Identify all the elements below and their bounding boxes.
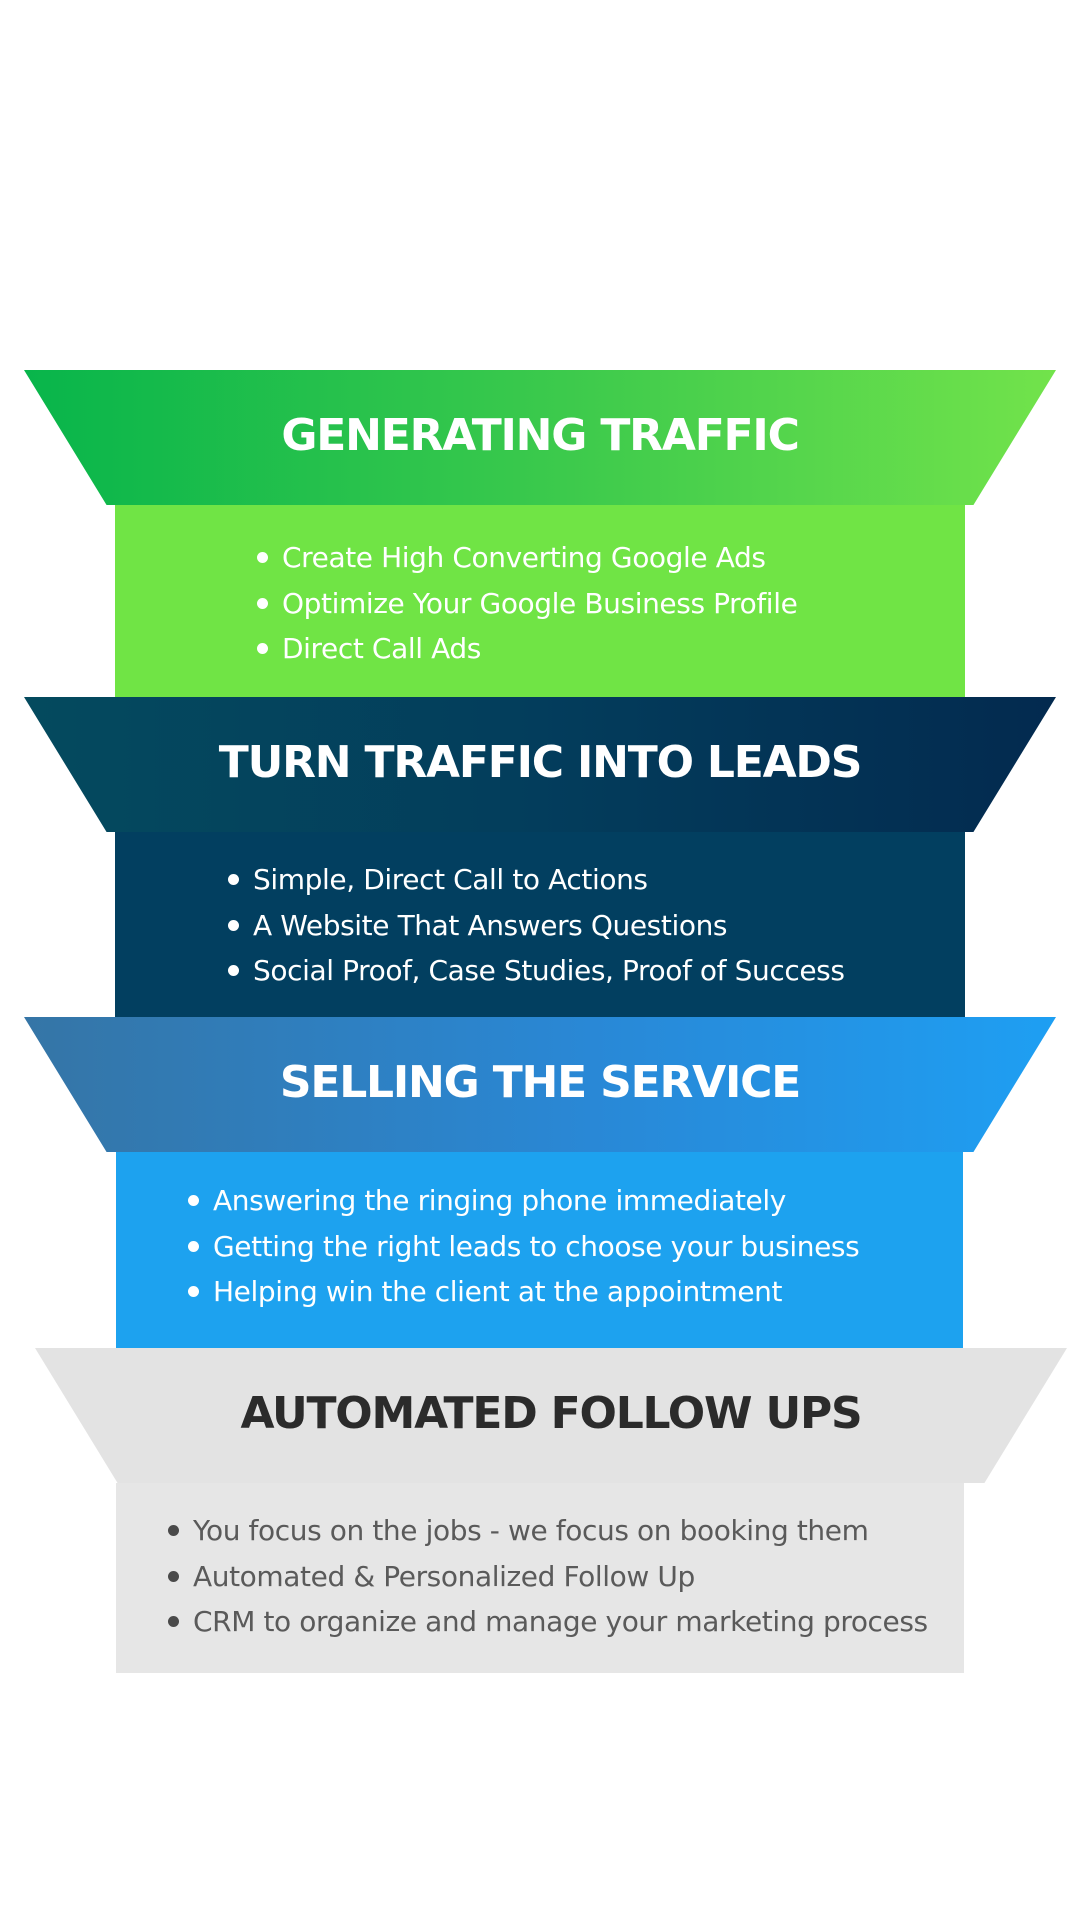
- stage-body: You focus on the jobs - we focus on book…: [116, 1483, 964, 1673]
- list-item: Automated & Personalized Follow Up: [168, 1554, 928, 1600]
- list-item-text: Automated & Personalized Follow Up: [193, 1559, 695, 1593]
- bullet-dot-icon: [257, 552, 268, 564]
- list-item: A Website That Answers Questions: [228, 903, 845, 949]
- list-item: Getting the right leads to choose your b…: [188, 1224, 860, 1270]
- stage-body: Create High Converting Google Ads Optimi…: [115, 505, 965, 697]
- bullet-dot-icon: [168, 1616, 179, 1628]
- bullet-dot-icon: [168, 1570, 179, 1582]
- stage-title: TURN TRAFFIC INTO LEADS: [218, 737, 863, 788]
- list-item-text: Direct Call Ads: [282, 632, 481, 666]
- list-item-text: A Website That Answers Questions: [253, 908, 728, 942]
- list-item-text: Answering the ringing phone immediately: [213, 1184, 786, 1218]
- bullet-list: Answering the ringing phone immediately …: [188, 1178, 860, 1315]
- list-item-text: CRM to organize and manage your marketin…: [193, 1605, 928, 1639]
- bullet-list: Create High Converting Google Ads Optimi…: [257, 535, 798, 672]
- bullet-dot-icon: [188, 1286, 199, 1298]
- list-item-text: Optimize Your Google Business Profile: [282, 586, 798, 620]
- bullet-list: Simple, Direct Call to Actions A Website…: [228, 857, 845, 994]
- stage-body: Answering the ringing phone immediately …: [116, 1152, 963, 1349]
- bullet-dot-icon: [257, 597, 268, 609]
- list-item-text: Simple, Direct Call to Actions: [253, 863, 648, 897]
- list-item: Optimize Your Google Business Profile: [257, 581, 798, 627]
- bullet-dot-icon: [188, 1240, 199, 1252]
- list-item-text: Social Proof, Case Studies, Proof of Suc…: [253, 954, 845, 988]
- stage-banner: TURN TRAFFIC INTO LEADS: [24, 697, 1056, 832]
- bullet-dot-icon: [228, 874, 239, 886]
- list-item-text: You focus on the jobs - we focus on book…: [193, 1514, 869, 1548]
- stage-title: GENERATING TRAFFIC: [281, 410, 800, 461]
- bullet-dot-icon: [257, 643, 268, 655]
- stage-banner: GENERATING TRAFFIC: [24, 370, 1056, 505]
- list-item: Social Proof, Case Studies, Proof of Suc…: [228, 948, 845, 994]
- stage-banner: SELLING THE SERVICE: [24, 1017, 1056, 1152]
- list-item: You focus on the jobs - we focus on book…: [168, 1508, 928, 1554]
- list-item-text: Getting the right leads to choose your b…: [213, 1229, 860, 1263]
- bullet-dot-icon: [168, 1525, 179, 1537]
- list-item-text: Helping win the client at the appointmen…: [213, 1275, 783, 1309]
- list-item: Create High Converting Google Ads: [257, 535, 797, 581]
- bullet-dot-icon: [228, 965, 239, 977]
- list-item: Answering the ringing phone immediately: [188, 1178, 859, 1224]
- bullet-dot-icon: [228, 919, 239, 931]
- list-item: Direct Call Ads: [257, 626, 797, 672]
- list-item: CRM to organize and manage your marketin…: [168, 1599, 928, 1645]
- stage-body: Simple, Direct Call to Actions A Website…: [115, 832, 965, 1018]
- stage-banner: AUTOMATED FOLLOW UPS: [35, 1348, 1067, 1483]
- bullet-list: You focus on the jobs - we focus on book…: [168, 1508, 928, 1645]
- stage-title: SELLING THE SERVICE: [279, 1057, 801, 1108]
- list-item: Simple, Direct Call to Actions: [228, 857, 845, 903]
- list-item-text: Create High Converting Google Ads: [282, 541, 766, 575]
- stage-title: AUTOMATED FOLLOW UPS: [240, 1388, 862, 1439]
- list-item: Helping win the client at the appointmen…: [188, 1269, 859, 1315]
- bullet-dot-icon: [188, 1195, 199, 1207]
